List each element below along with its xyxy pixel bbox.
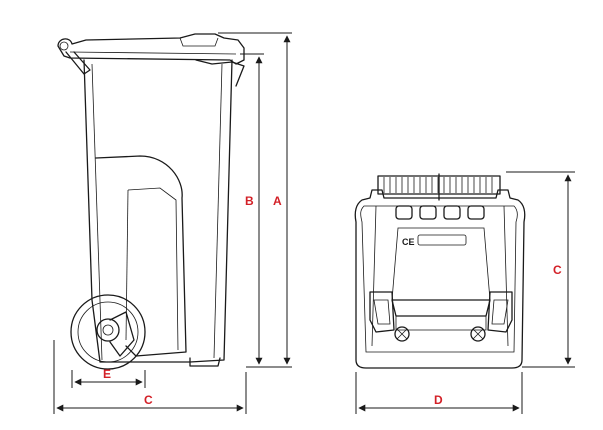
dim-label-d: D [434,393,443,407]
vent-1 [395,205,413,220]
front-handle-bar [377,175,501,195]
dim-label-c-front: C [553,263,562,277]
front-right-grip [487,291,513,333]
dim-label-c-side: C [144,393,153,407]
front-wheel-right [470,326,486,342]
side-wheel-recess [95,155,187,357]
vent-2 [419,205,437,220]
front-dimensions: C D [355,171,575,414]
front-left-grip [369,291,395,333]
vent-4 [467,205,485,220]
front-body [354,189,526,369]
dim-label-e: E [103,367,111,381]
dim-label-b: B [245,194,254,208]
front-view: CE [354,173,526,369]
side-wheel [70,294,146,370]
side-body [83,59,233,363]
side-view [57,33,245,370]
dim-label-a: A [273,194,282,208]
ce-mark: CE [402,237,415,247]
front-wheel-left [394,326,410,342]
vent-3 [443,205,461,220]
side-lid [57,33,245,65]
side-dimensions: A B C E [53,32,292,414]
